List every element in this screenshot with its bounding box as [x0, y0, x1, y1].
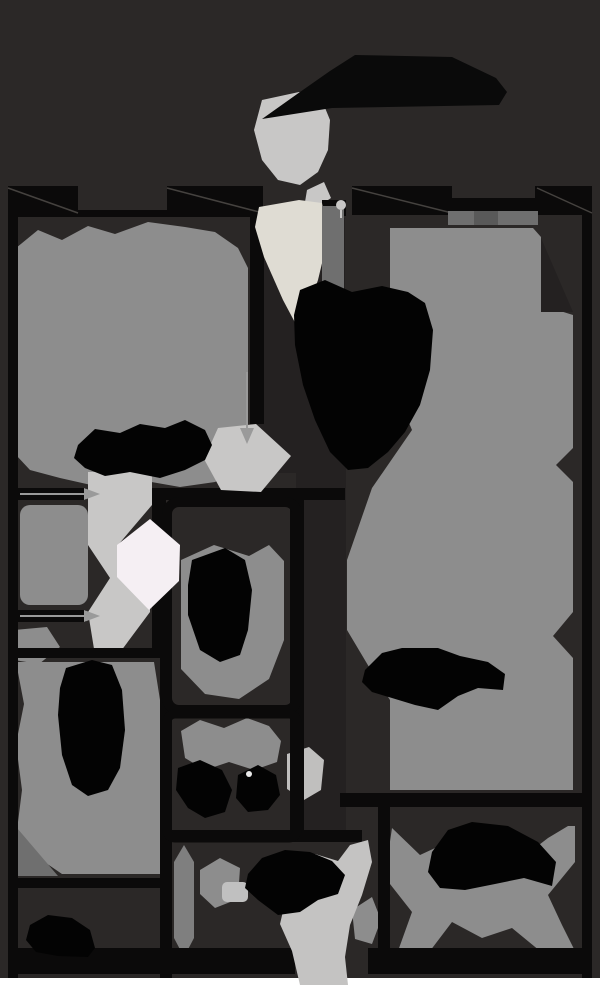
- great-room-corner-shade: [541, 238, 573, 312]
- bath-room-outline: [162, 709, 302, 843]
- wardrobe-furniture-blob: [58, 660, 125, 796]
- utility-door-strip: [174, 845, 194, 957]
- great-room-edge-notch-1: [556, 448, 573, 482]
- bed-furniture-blob: [428, 822, 556, 890]
- great-room-edge-notch-2: [553, 612, 573, 658]
- bath-fixture-dot: [246, 771, 252, 777]
- wall-living-east: [250, 214, 264, 424]
- wall-bottom-right: [368, 948, 592, 974]
- wall-left: [8, 210, 18, 978]
- window-glazing-2: [166, 187, 264, 214]
- closet-floor: [20, 505, 88, 605]
- bath-floor: [181, 718, 281, 770]
- door-arrow-closet-top-head: [84, 488, 100, 500]
- wall-bedroom-right-west: [378, 800, 390, 956]
- bedroom-left-corner: [17, 828, 58, 876]
- hall-lower-patch-right: [352, 897, 381, 944]
- entry-furniture-blob: [245, 850, 345, 915]
- corridor-pink-swing: [117, 519, 180, 610]
- wall-right: [582, 210, 592, 978]
- wall-top-a: [8, 210, 260, 217]
- door-arrow-closet-bottom-head: [84, 610, 100, 622]
- storage-furniture-blob: [26, 915, 95, 957]
- living-room-label-blob: [74, 420, 212, 478]
- window-glazing-3: [351, 187, 453, 214]
- bath-fixture-blob-2: [236, 765, 280, 812]
- wall-top-c: [440, 198, 538, 212]
- wall-bedroom-left-south: [8, 878, 172, 888]
- toilet-fixture-blob: [188, 548, 252, 662]
- great-room-label-blob: [362, 648, 505, 710]
- window-glazing-4: [536, 187, 593, 214]
- entry-door-knob: [336, 200, 346, 210]
- wall-greatroom-bottom: [340, 793, 592, 807]
- door-arrow-living-head: [240, 428, 254, 444]
- hall-door-swing: [204, 424, 291, 492]
- wall-midleft: [8, 648, 162, 658]
- window-sill-dark-segment: [474, 211, 498, 225]
- dining-furniture-blob: [294, 280, 433, 470]
- living-room-floor: [16, 222, 248, 487]
- utility-light-piece: [222, 882, 248, 902]
- title-banner: [262, 55, 507, 119]
- bath-fixture-blob-1: [176, 760, 232, 818]
- window-glazing-1: [7, 187, 79, 214]
